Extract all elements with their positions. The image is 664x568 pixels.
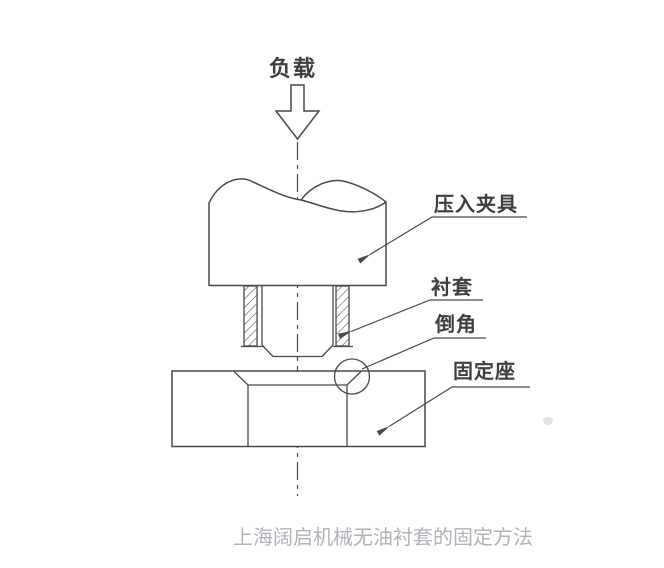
bushing-left-wall: [243, 285, 258, 347]
mount-base-bore-chamfer: [233, 371, 362, 386]
press-fixture-leader-line: [357, 216, 527, 264]
diagram-caption: 上海阔启机械无油衬套的固定方法: [233, 527, 533, 549]
chamfer-detail-circle-icon: [333, 358, 371, 395]
press-fixture-label: 压入夹具: [434, 194, 518, 216]
mount-base-label: 固定座: [453, 361, 516, 383]
bushing-label: 衬套: [431, 277, 473, 299]
press-fixture-outline: [208, 178, 387, 287]
chamfer-label: 倒角: [435, 314, 477, 336]
mount-base-outline: [171, 370, 426, 448]
mount-base-leader-line: [376, 386, 530, 436]
bushing-leader-line: [337, 299, 483, 339]
bushing-right-wall: [335, 285, 350, 347]
print-smudge: [543, 417, 553, 425]
load-label: 负载: [269, 56, 318, 81]
load-down-arrow-icon: [274, 84, 321, 141]
chamfer-leader-line: [361, 337, 486, 370]
press-fixture-break-lens: [300, 179, 387, 203]
guide-pin-chamfered-tip: [261, 344, 334, 358]
